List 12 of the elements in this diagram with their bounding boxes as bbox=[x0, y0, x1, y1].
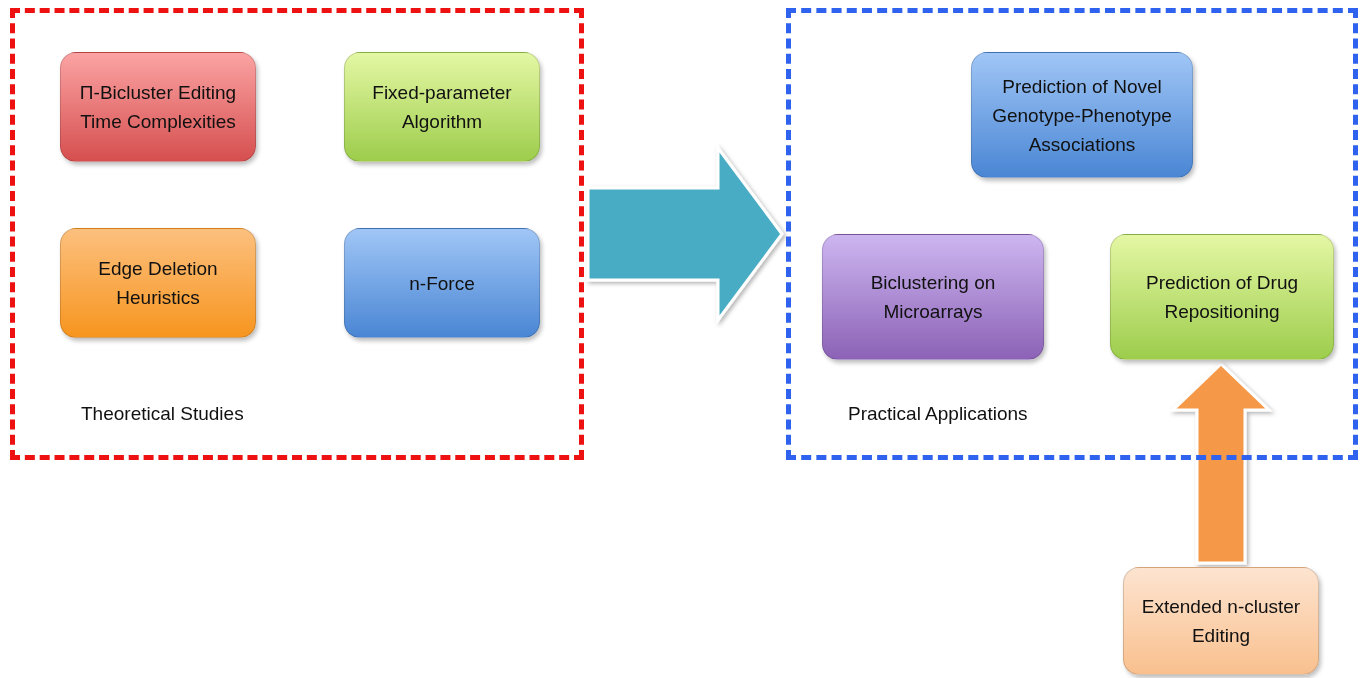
process-box: Extended n-cluster Editing bbox=[1123, 567, 1319, 675]
process-box: n-Force bbox=[344, 228, 540, 338]
process-box: Fixed-parameter Algorithm bbox=[344, 52, 540, 162]
process-box: Π-Bicluster Editing Time Complexities bbox=[60, 52, 256, 162]
process-box: Biclustering on Microarrays bbox=[822, 234, 1044, 360]
group-label: Practical Applications bbox=[848, 403, 1028, 425]
group-label: Theoretical Studies bbox=[81, 403, 244, 425]
process-box: Prediction of Drug Repositioning bbox=[1110, 234, 1334, 360]
dashed-group-frame bbox=[786, 8, 1358, 460]
process-box: Edge Deletion Heuristics bbox=[60, 228, 256, 338]
dashed-group-frame bbox=[10, 8, 584, 460]
process-box: Prediction of Novel Genotype-Phenotype Associations bbox=[971, 52, 1193, 178]
